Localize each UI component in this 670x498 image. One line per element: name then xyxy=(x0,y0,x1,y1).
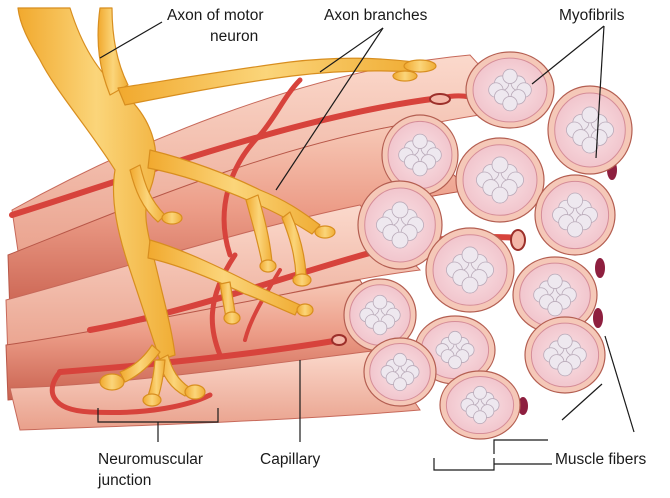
label-axon-motor-line2: neuron xyxy=(210,28,258,45)
labels: Axon of motor neuron Axon branches Myofi… xyxy=(97,7,647,489)
myofibril xyxy=(448,330,462,345)
myofibril xyxy=(491,186,509,204)
myofibril xyxy=(393,377,407,392)
myofibril xyxy=(581,136,599,154)
myofibril xyxy=(461,276,479,294)
label-neuromuscular-line1: Neuromuscular xyxy=(98,451,203,468)
myofibril xyxy=(567,221,584,238)
myofibril xyxy=(567,192,584,209)
myofibril xyxy=(502,96,518,112)
myofibril xyxy=(391,201,409,219)
leader-lines xyxy=(97,21,635,471)
myofibril xyxy=(412,161,428,177)
myofibril xyxy=(372,320,388,336)
myofibril xyxy=(581,106,599,124)
myofibril xyxy=(491,156,509,174)
myofibril xyxy=(412,133,428,149)
myofibril xyxy=(372,294,388,310)
capillary-openings xyxy=(331,93,617,415)
myofibril xyxy=(547,273,563,289)
myofibril xyxy=(473,385,487,400)
myofibril xyxy=(557,333,573,349)
label-neuromuscular-line2: junction xyxy=(97,472,151,489)
myofibril xyxy=(547,301,563,317)
myofibril xyxy=(448,355,462,370)
muscle-fiber-cross-sections xyxy=(343,51,633,440)
label-axon-motor-line1: Axon of motor xyxy=(167,7,264,24)
myofibril xyxy=(502,68,518,84)
label-capillary: Capillary xyxy=(260,451,321,468)
label-axon-branches: Axon branches xyxy=(324,7,428,24)
myofibril xyxy=(473,410,487,425)
label-myofibrils: Myofibrils xyxy=(559,7,625,24)
label-muscle-fibers: Muscle fibers xyxy=(555,451,647,468)
motor-neuron-axon xyxy=(17,7,437,407)
myofibril xyxy=(557,361,573,377)
myofibril xyxy=(461,246,479,264)
myofibril xyxy=(391,231,409,249)
myofibril xyxy=(393,352,407,367)
